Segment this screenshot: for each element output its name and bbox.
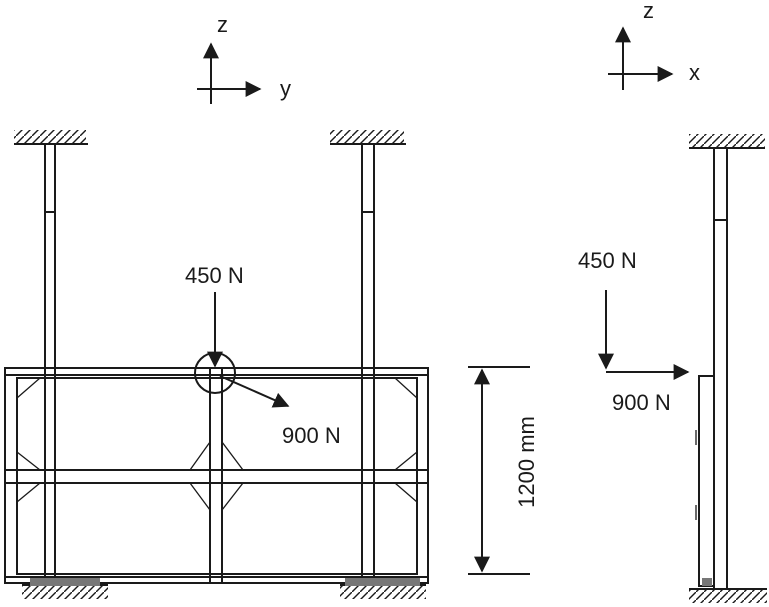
side-axis-z-label: z — [643, 0, 654, 23]
front-frame — [5, 368, 428, 586]
front-axis-y-label: y — [280, 76, 291, 101]
side-frame — [696, 376, 714, 586]
side-floor-support — [689, 589, 767, 603]
front-hanging-rods — [44, 144, 375, 585]
side-axes — [608, 26, 674, 90]
front-floor-supports — [22, 585, 426, 599]
side-load-point — [598, 290, 690, 380]
front-load-point — [194, 292, 290, 408]
side-view — [598, 26, 767, 603]
front-dimension-label: 1200 mm — [513, 416, 539, 508]
front-dimension — [468, 367, 530, 574]
side-ceiling-support — [689, 134, 765, 148]
front-axis-z-label: z — [217, 12, 228, 37]
side-axis-x-label: x — [689, 60, 700, 85]
side-load-lateral-label: 900 N — [612, 390, 671, 415]
front-load-lateral-label: 900 N — [282, 423, 341, 448]
side-load-vertical-label: 450 N — [578, 248, 637, 273]
front-gussets — [17, 378, 417, 510]
front-ceiling-supports — [14, 130, 406, 144]
front-axes — [197, 42, 262, 104]
side-hanging-rod — [713, 148, 728, 589]
front-load-vertical-label: 450 N — [185, 263, 244, 288]
front-view — [5, 42, 530, 599]
